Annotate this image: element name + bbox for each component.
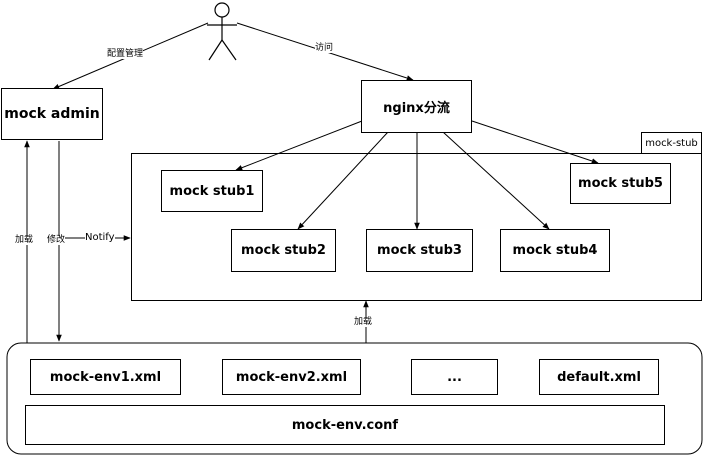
stub-container (131, 153, 702, 301)
env2-box: mock-env2.xml (222, 359, 361, 395)
edge-label-notify: Notify (85, 232, 115, 243)
edge-label-modify: 修改 (47, 235, 66, 245)
stub5-label: mock stub5 (578, 176, 663, 191)
stub-container-label: mock-stub (645, 137, 698, 149)
conf-box: mock-env.conf (25, 405, 665, 445)
stub2-label: mock stub2 (241, 243, 326, 258)
default-box: default.xml (539, 359, 659, 395)
edge-label-config-manage: 配置管理 (107, 49, 144, 59)
stub5-box: mock stub5 (570, 163, 671, 204)
ellipsis-box: ... (411, 359, 498, 395)
edge-label-load-left: 加载 (15, 235, 34, 245)
edge-nginx-to-stub5 (471, 120, 599, 164)
stub2-box: mock stub2 (231, 229, 336, 272)
stub3-label: mock stub3 (377, 243, 462, 258)
stick-figure-user-icon (207, 2, 237, 61)
edge-label-access: 访问 (315, 43, 334, 53)
stub3-box: mock stub3 (366, 229, 473, 272)
stub1-box: mock stub1 (161, 170, 263, 212)
nginx-box: nginx分流 (361, 80, 472, 133)
mock-admin-label: mock admin (4, 106, 100, 122)
edge-nginx-to-stub2 (297, 131, 389, 230)
default-label: default.xml (557, 369, 641, 385)
stub4-box: mock stub4 (500, 229, 610, 272)
env2-label: mock-env2.xml (235, 369, 348, 385)
edge-label-load-mid: 加载 (354, 317, 373, 327)
edge-nginx-to-stub1 (235, 120, 363, 171)
conf-label: mock-env.conf (291, 417, 399, 433)
env1-box: mock-env1.xml (30, 359, 181, 395)
mock-admin-box: mock admin (1, 88, 103, 140)
stub4-label: mock stub4 (512, 243, 598, 258)
stub-container-tag: mock-stub (641, 132, 702, 154)
stub1-label: mock stub1 (169, 183, 255, 199)
nginx-label: nginx分流 (383, 101, 450, 116)
edge-nginx-to-stub4 (442, 131, 550, 230)
env1-label: mock-env1.xml (49, 369, 162, 385)
ellipsis-label: ... (447, 369, 462, 385)
